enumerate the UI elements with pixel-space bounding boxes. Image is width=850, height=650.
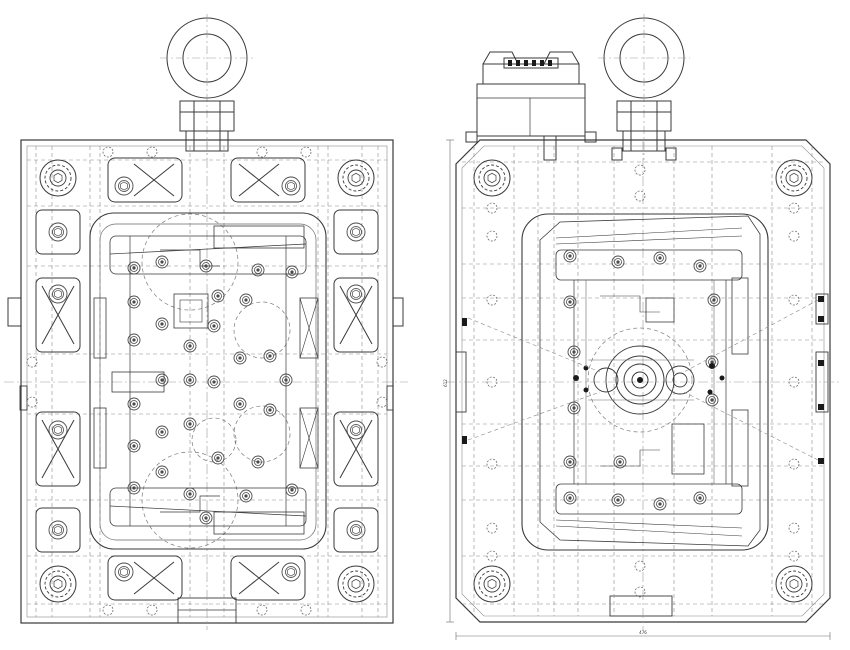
right-clamp-dark-details	[508, 60, 552, 66]
left-side-blocks-right	[333, 209, 379, 553]
left-wedge-bolts	[114, 176, 301, 582]
right-cavity-insert	[521, 213, 769, 551]
right-cooling-fittings	[462, 296, 824, 464]
right-runner-lines	[467, 299, 819, 461]
right-dimension-lines	[446, 139, 831, 640]
left-lifting-eye-bolt	[160, 14, 254, 160]
left-side-blocks-left	[35, 209, 81, 553]
overall-width-dimension: 476	[639, 630, 647, 635]
left-ejector-pins	[127, 255, 299, 525]
left-plan-view	[4, 14, 408, 630]
left-wedge-blocks	[107, 157, 306, 601]
right-lifting-eye-bolt	[598, 14, 690, 161]
overall-height-dimension: 612	[443, 379, 448, 387]
left-cavity-insert	[89, 212, 327, 550]
left-center-lines	[4, 140, 408, 630]
left-construction-grid	[27, 146, 387, 617]
right-plan-view: 476 612	[443, 14, 840, 640]
right-top-clamp	[465, 51, 597, 161]
right-center-lines	[446, 140, 840, 630]
